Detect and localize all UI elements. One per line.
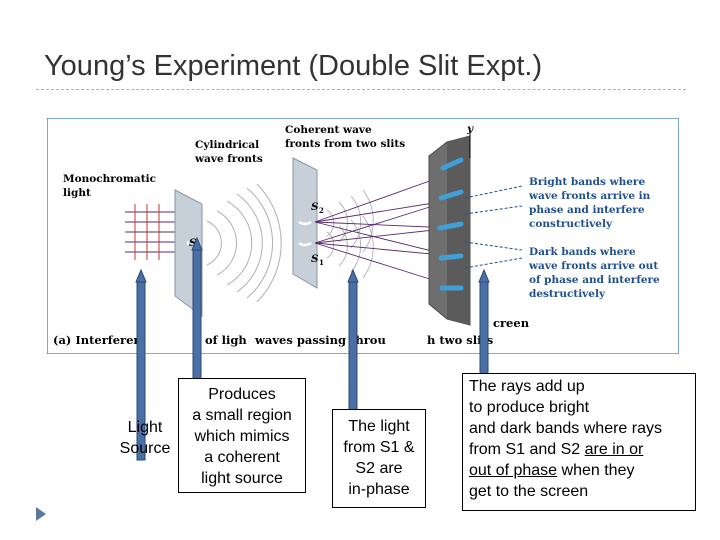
rays-line-3: and dark bands where rays	[469, 420, 662, 437]
label-dark-3: of phase and interfere	[529, 274, 660, 286]
label-dark-4: destructively	[529, 288, 606, 300]
callout-rays: The rays add up to produce bright and da…	[462, 373, 696, 511]
label-cylindrical-2: wave fronts	[194, 153, 263, 165]
label-s2-subscript: 2	[319, 206, 324, 215]
caption-part-1: (a) Interferen	[53, 333, 142, 347]
slit-s2-opening	[298, 220, 312, 226]
label-cylindrical-1: Cylindrical	[195, 139, 259, 151]
rays-line-2: to produce bright	[469, 399, 590, 416]
cylindrical-wave-fronts	[206, 183, 282, 303]
arrow-light-from-slits	[347, 268, 359, 413]
produces-line-2: a small region	[192, 407, 292, 424]
figure-caption: (a) Interferen of ligh waves passing thr…	[53, 316, 530, 347]
slide-bullet-icon	[36, 507, 46, 521]
callout-in-phase: The light from S1 & S2 are in-phase	[332, 409, 426, 508]
title-divider	[36, 89, 686, 90]
label-monochromatic-1: Monochromatic	[63, 173, 156, 185]
label-bright-2: wave fronts arrive in	[528, 190, 651, 202]
produces-line-1: Produces	[208, 386, 276, 403]
label-y-axis: y	[466, 123, 474, 135]
double-slit-diagram: Monochromatic light Cylindrical wave fro…	[47, 118, 679, 354]
label-coherent-2: fronts from two slits	[285, 138, 405, 150]
diagram-frame	[47, 118, 679, 354]
rays-line-5: out of phase when they	[469, 460, 691, 481]
callout-produces: Produces a small region which mimics a c…	[178, 378, 306, 493]
figure-labels: Monochromatic light Cylindrical wave fro…	[63, 123, 474, 267]
band-pointers	[464, 185, 523, 269]
slit-s1-opening	[298, 241, 312, 247]
rays-line-4b: are in or	[584, 441, 644, 458]
rays-line-4: from S1 and S2 are in or	[469, 439, 691, 460]
band-labels: Bright bands where wave fronts arrive in…	[528, 176, 660, 300]
in-phase-line-3: S2 are	[355, 460, 403, 477]
label-s1-subscript: 1	[319, 258, 324, 267]
light-source-line-1: Light	[127, 419, 163, 436]
screen-face	[447, 136, 470, 325]
rays-line-1: The rays add up	[469, 378, 585, 395]
label-bright-4: constructively	[529, 218, 613, 230]
label-dark-1: Dark bands where	[529, 246, 636, 258]
rays-line-6: get to the screen	[469, 483, 589, 500]
caption-part-4: h two slits	[427, 333, 493, 347]
label-screen: creen	[493, 316, 530, 330]
arrow-light-source	[135, 268, 147, 461]
arrow-produces	[191, 236, 203, 381]
label-coherent-1: Coherent wave	[285, 124, 372, 136]
produces-line-4: a coherent	[204, 449, 280, 466]
rays-line-5a: out of phase	[469, 462, 558, 479]
in-phase-line-2: from S1 &	[343, 439, 415, 456]
in-phase-line-4: in-phase	[348, 481, 410, 498]
rays-line-5b: when they	[557, 462, 635, 479]
caption-part-2: of ligh	[205, 333, 247, 347]
label-s1: S	[311, 253, 319, 265]
produces-line-3: which mimics	[194, 428, 290, 445]
callout-light-source: Light Source	[112, 417, 178, 459]
label-bright-3: phase and interfere	[529, 204, 645, 216]
interference-bands	[437, 157, 464, 291]
rays-line-4a: from S1 and S2	[469, 441, 585, 458]
label-dark-2: wave fronts arrive out	[528, 260, 658, 272]
in-phase-line-1: The light	[348, 418, 410, 435]
label-s2: S	[311, 201, 319, 213]
incoming-rays	[125, 211, 177, 253]
coherent-wave-fronts	[326, 189, 374, 279]
label-monochromatic-2: light	[63, 187, 91, 199]
slide-title: Young’s Experiment (Double Slit Expt.)	[44, 50, 543, 82]
produces-line-5: light source	[201, 470, 283, 487]
arrow-rays	[478, 268, 490, 375]
label-bright-1: Bright bands where	[529, 176, 645, 188]
light-source-line-2: Source	[119, 440, 171, 457]
label-s: S	[189, 237, 197, 249]
incoming-wavefronts	[134, 204, 160, 260]
